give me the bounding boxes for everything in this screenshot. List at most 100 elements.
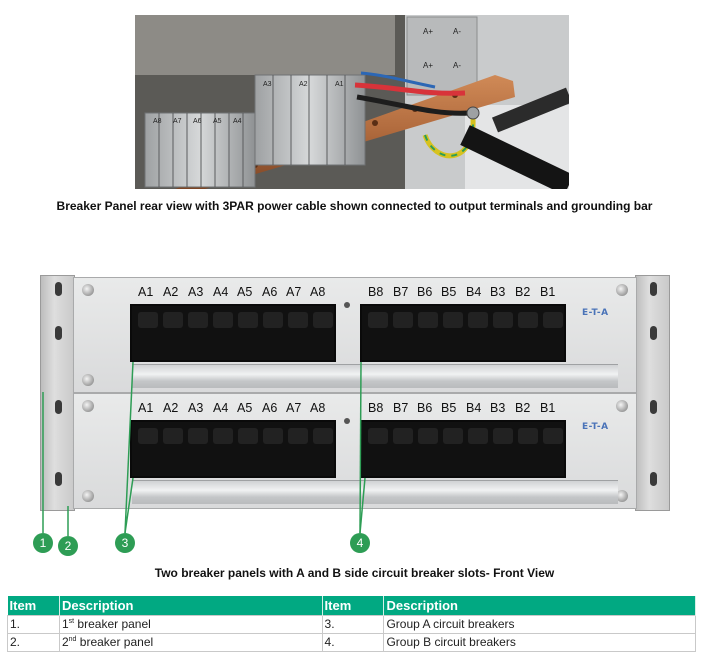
slot-label-b: B7 <box>393 285 409 299</box>
callout-line-3b <box>124 477 134 534</box>
panel-rail <box>132 480 618 504</box>
breaker-toggle <box>188 312 208 328</box>
dc-label: A- <box>453 27 461 36</box>
slot-label-a: A6 <box>262 285 278 299</box>
cell-item: 1. <box>7 614 60 634</box>
slot-label-a: A7 <box>286 285 302 299</box>
slot-label-a: A5 <box>237 401 253 415</box>
screw <box>82 490 94 502</box>
terminal-label: A4 <box>233 118 242 125</box>
breaker-toggle <box>493 312 513 328</box>
terminal-label: A2 <box>299 81 308 88</box>
slot-label-a: A2 <box>163 401 179 415</box>
group-a-breakers <box>130 304 336 362</box>
table-row: 2. 2nd breaker panel 4. Group B circuit … <box>7 632 696 652</box>
slot-label-b: B4 <box>466 401 482 415</box>
dc-label: A+ <box>423 61 434 70</box>
slot-label-b: B1 <box>540 285 556 299</box>
cell-item: 4. <box>321 632 385 652</box>
description-text: breaker panel <box>76 635 154 649</box>
description-text: breaker panel <box>74 617 151 631</box>
rear-view-caption: Breaker Panel rear view with 3PAR power … <box>56 199 653 213</box>
slot-label-b: B8 <box>368 401 384 415</box>
dc-label: A- <box>453 61 461 70</box>
breaker-toggle <box>393 312 413 328</box>
terminal-label: A5 <box>213 118 222 125</box>
breaker-toggle <box>543 312 563 328</box>
slot-label-a: A4 <box>213 285 229 299</box>
callout-line-3a <box>124 361 134 534</box>
breaker-toggle <box>138 312 158 328</box>
group-a-breakers <box>130 420 336 478</box>
slot-label-b: B5 <box>441 401 457 415</box>
slot-label-a: A1 <box>138 285 154 299</box>
breaker-toggle <box>188 428 208 444</box>
terminal-label: A8 <box>153 118 162 125</box>
breaker-panel-1: A1 A2 A3 A4 A5 A6 A7 A8 B8 B7 B6 B5 B4 B… <box>73 277 637 393</box>
screw <box>82 284 94 296</box>
slot-label-b: B5 <box>441 285 457 299</box>
header-item-1: Item <box>7 596 60 615</box>
slot-label-a: A2 <box>163 285 179 299</box>
breaker-toggle <box>163 428 183 444</box>
breaker-toggle <box>213 428 233 444</box>
terminal-label: A7 <box>173 118 182 125</box>
callout-4: 4 <box>350 533 370 553</box>
rack-slot <box>55 282 62 296</box>
breaker-toggle <box>213 312 233 328</box>
breaker-toggle <box>313 312 333 328</box>
slot-label-b: B4 <box>466 285 482 299</box>
dc-terminal-labels: A+ A- A+ A- <box>419 23 479 83</box>
breaker-toggle <box>288 428 308 444</box>
front-view-caption: Two breaker panels with A and B side cir… <box>154 566 555 580</box>
panel-rail <box>132 364 618 388</box>
breaker-toggle <box>543 428 563 444</box>
slot-label-a: A8 <box>310 285 326 299</box>
left-rack-ear <box>40 275 75 511</box>
breaker-toggle <box>518 312 538 328</box>
table-header-row: Item Description Item Description <box>7 596 696 615</box>
breaker-toggle <box>238 312 258 328</box>
header-item-2: Item <box>322 596 385 615</box>
cell-description: Group A circuit breakers <box>383 614 696 634</box>
cell-description: 2nd breaker panel <box>58 632 323 652</box>
terminal-label: A6 <box>193 118 202 125</box>
breaker-toggle <box>263 312 283 328</box>
breaker-toggle <box>138 428 158 444</box>
brand-logo: E-T-A <box>582 308 609 318</box>
callout-line-4a <box>359 361 362 534</box>
rack-slot <box>55 472 62 486</box>
header-description-2: Description <box>383 596 696 615</box>
dc-label: A+ <box>423 27 434 36</box>
breaker-toggle <box>288 312 308 328</box>
slot-label-a: A4 <box>213 401 229 415</box>
item-table: Item Description Item Description 1. 1st… <box>7 596 696 652</box>
slot-label-a: A6 <box>262 401 278 415</box>
cell-description: 1st breaker panel <box>58 614 323 634</box>
group-b-breakers <box>360 304 566 362</box>
breaker-toggle <box>493 428 513 444</box>
callout-2: 2 <box>58 536 78 556</box>
ordinal-suffix: nd <box>68 636 77 643</box>
breaker-panel-2: A1 A2 A3 A4 A5 A6 A7 A8 B8 B7 B6 B5 B4 B… <box>73 393 637 509</box>
rear-view-photo: A8 A7 A6 A5 A4 A3 A2 A1 A+ A- A+ A- <box>135 15 569 189</box>
breaker-toggle <box>443 312 463 328</box>
slot-label-b: B6 <box>417 285 433 299</box>
cell-item: 3. <box>321 614 385 634</box>
breaker-toggle <box>393 428 413 444</box>
terminal-label: A1 <box>335 81 344 88</box>
screw <box>82 400 94 412</box>
breaker-toggle <box>368 428 388 444</box>
brand-logo: E-T-A <box>582 422 609 432</box>
table-row: 1. 1st breaker panel 3. Group A circuit … <box>7 614 696 634</box>
rack-slot <box>650 282 657 296</box>
header-description-1: Description <box>59 596 323 615</box>
slot-label-a: A3 <box>188 401 204 415</box>
callout-1: 1 <box>33 533 53 553</box>
panel-indicator <box>344 302 350 308</box>
slot-label-b: B7 <box>393 401 409 415</box>
slot-label-b: B3 <box>490 401 506 415</box>
screw <box>616 284 628 296</box>
breaker-toggle <box>368 312 388 328</box>
